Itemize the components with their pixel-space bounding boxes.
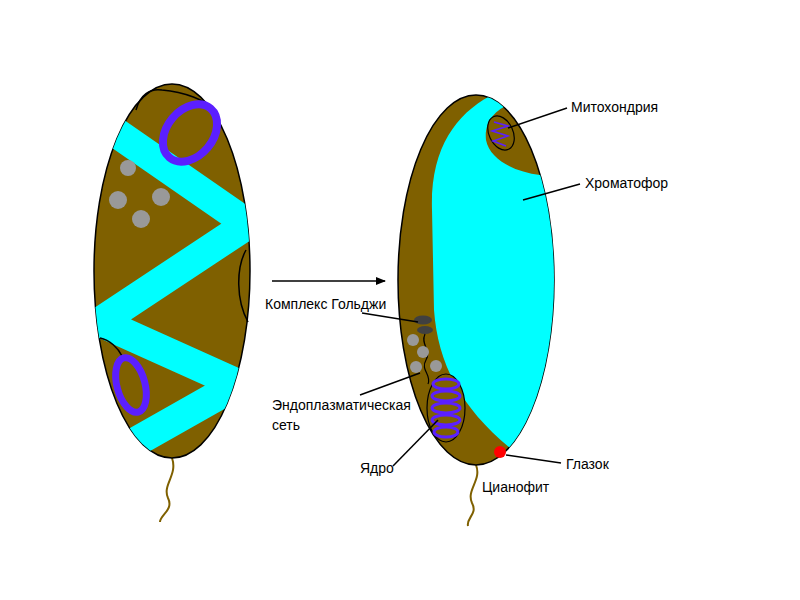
- mitochondrion: [152, 94, 228, 173]
- nucleus: [427, 374, 465, 442]
- part-label: Цианофит: [482, 477, 549, 497]
- right-cell: [398, 95, 570, 526]
- part-label: Глазок: [566, 454, 609, 474]
- flagellum: [468, 465, 478, 526]
- nucleus: [110, 354, 152, 415]
- flagellum: [160, 458, 173, 522]
- part-label: Комплекс Гольджи: [265, 294, 386, 314]
- mitochondrion: [483, 112, 520, 155]
- part-label: Митохондрия: [571, 97, 658, 117]
- chromatophore-band: [95, 118, 248, 448]
- reticulum: [424, 334, 429, 384]
- part-label: Ядро: [360, 458, 394, 478]
- part-label: Эндоплазматическая сеть: [272, 395, 432, 435]
- golgi: [414, 316, 432, 325]
- transition-arrow: [272, 280, 385, 282]
- eyespot: [494, 446, 506, 458]
- part-label: Хроматофор: [585, 173, 668, 193]
- left-cell: [94, 84, 250, 522]
